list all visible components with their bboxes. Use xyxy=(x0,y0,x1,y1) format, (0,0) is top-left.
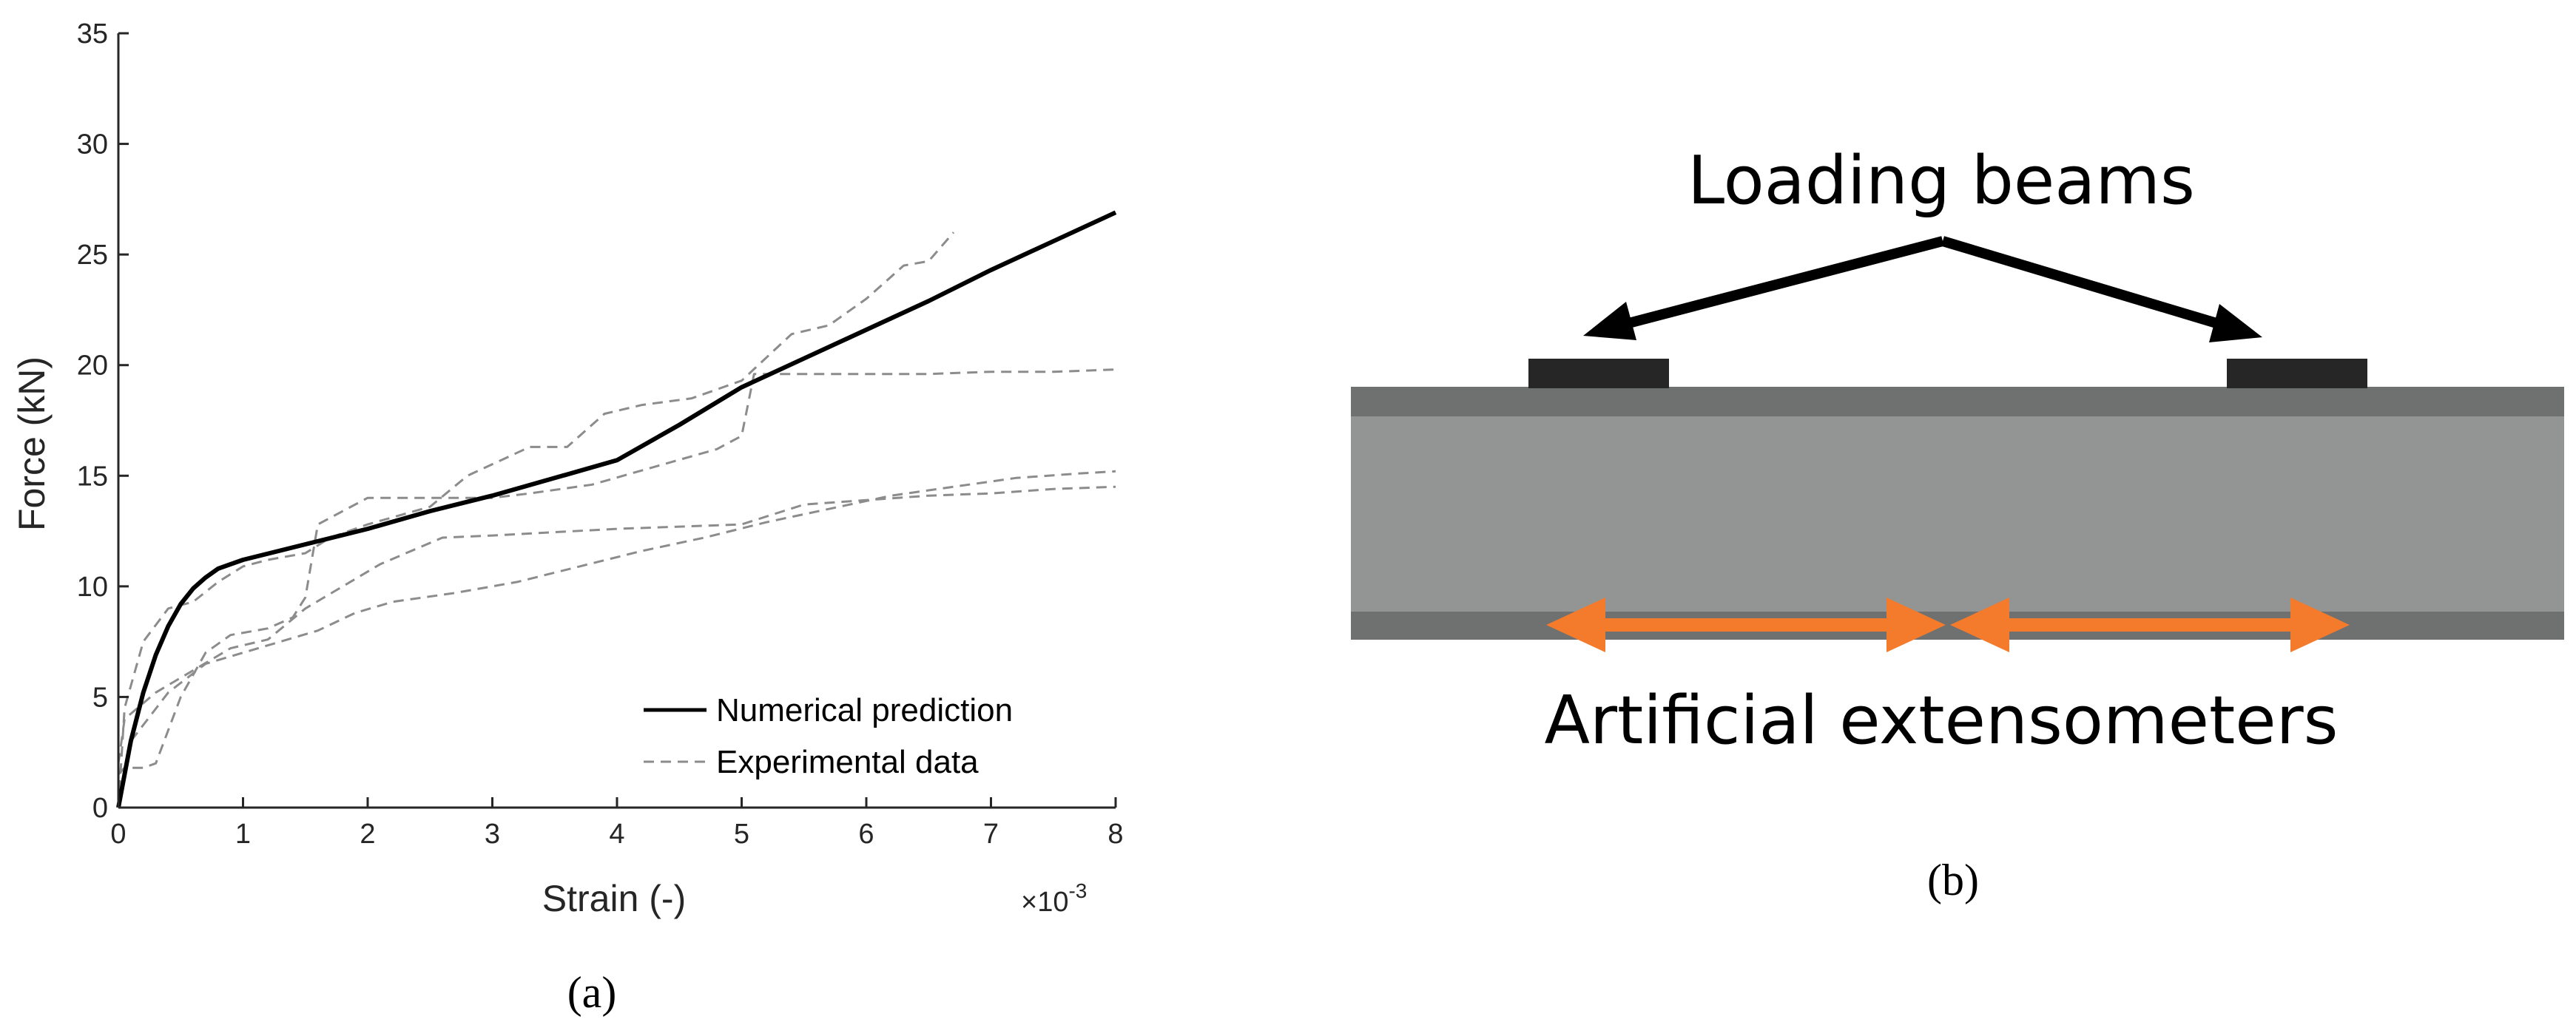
x-tick-label-0: 0 xyxy=(110,819,126,850)
force-strain-chart: 0 1 2 3 4 5 6 7 8 0 5 10 15 20 25 30 35 Force (kN) Strai… xyxy=(11,18,1124,919)
y-tick-label-0: 0 xyxy=(92,793,108,824)
panel-a-caption: (a) xyxy=(567,968,617,1017)
series-line-0 xyxy=(116,210,1117,808)
x-tick-label-6: 6 xyxy=(858,819,874,850)
x-tick-label-7: 7 xyxy=(983,819,999,850)
series-line-4 xyxy=(117,470,1116,808)
loading-beams-label: Loading beams xyxy=(1687,142,2195,220)
x-axis-multiplier-exponent: -3 xyxy=(1068,879,1087,902)
x-tick-label-2: 2 xyxy=(360,819,375,850)
y-axis-label: Force (kN) xyxy=(11,356,53,531)
beam-diagram: Loading beams Artificial extensometers xyxy=(1351,142,2564,760)
legend-label-numerical: Numerical prediction xyxy=(716,692,1013,728)
loading-beam-right xyxy=(2227,359,2367,388)
loading-beam-left xyxy=(1528,359,1669,388)
artificial-extensometers-label: Artificial extensometers xyxy=(1544,682,2338,760)
beam-top-flange xyxy=(1351,387,2564,418)
y-tick-label-6: 30 xyxy=(77,129,108,160)
chart-legend: Numerical prediction Experimental data xyxy=(644,692,1013,780)
y-tick-label-7: 35 xyxy=(77,18,108,50)
x-tick-label-5: 5 xyxy=(734,819,749,850)
chart-axes-layer: 0 1 2 3 4 5 6 7 8 0 5 10 15 20 25 30 35 xyxy=(77,18,1124,850)
legend-label-experimental: Experimental data xyxy=(716,744,979,780)
beam-web xyxy=(1351,416,2564,612)
y-tick-label-3: 15 xyxy=(77,461,108,492)
extensometer-arrow-right xyxy=(1950,598,2350,652)
x-axis-multiplier: ×10-3 xyxy=(1021,879,1087,918)
y-tick-label-5: 25 xyxy=(77,240,108,271)
x-axis-multiplier-base: ×10 xyxy=(1021,887,1068,918)
x-axis-label: Strain (-) xyxy=(542,878,686,919)
y-tick-label-1: 5 xyxy=(92,682,108,713)
x-tick-label-8: 8 xyxy=(1107,819,1123,850)
x-tick-label-3: 3 xyxy=(485,819,500,850)
loading-beam-pointer-arrows xyxy=(1583,236,2262,342)
extensometer-arrow-left xyxy=(1546,598,1946,652)
panel-b-caption: (b) xyxy=(1927,856,1979,904)
y-tick-label-2: 10 xyxy=(77,572,108,603)
x-tick-label-4: 4 xyxy=(609,819,624,850)
series-line-3 xyxy=(117,485,1116,764)
chart-series-layer xyxy=(116,210,1117,808)
x-tick-label-1: 1 xyxy=(235,819,251,850)
y-tick-label-4: 20 xyxy=(77,351,108,382)
